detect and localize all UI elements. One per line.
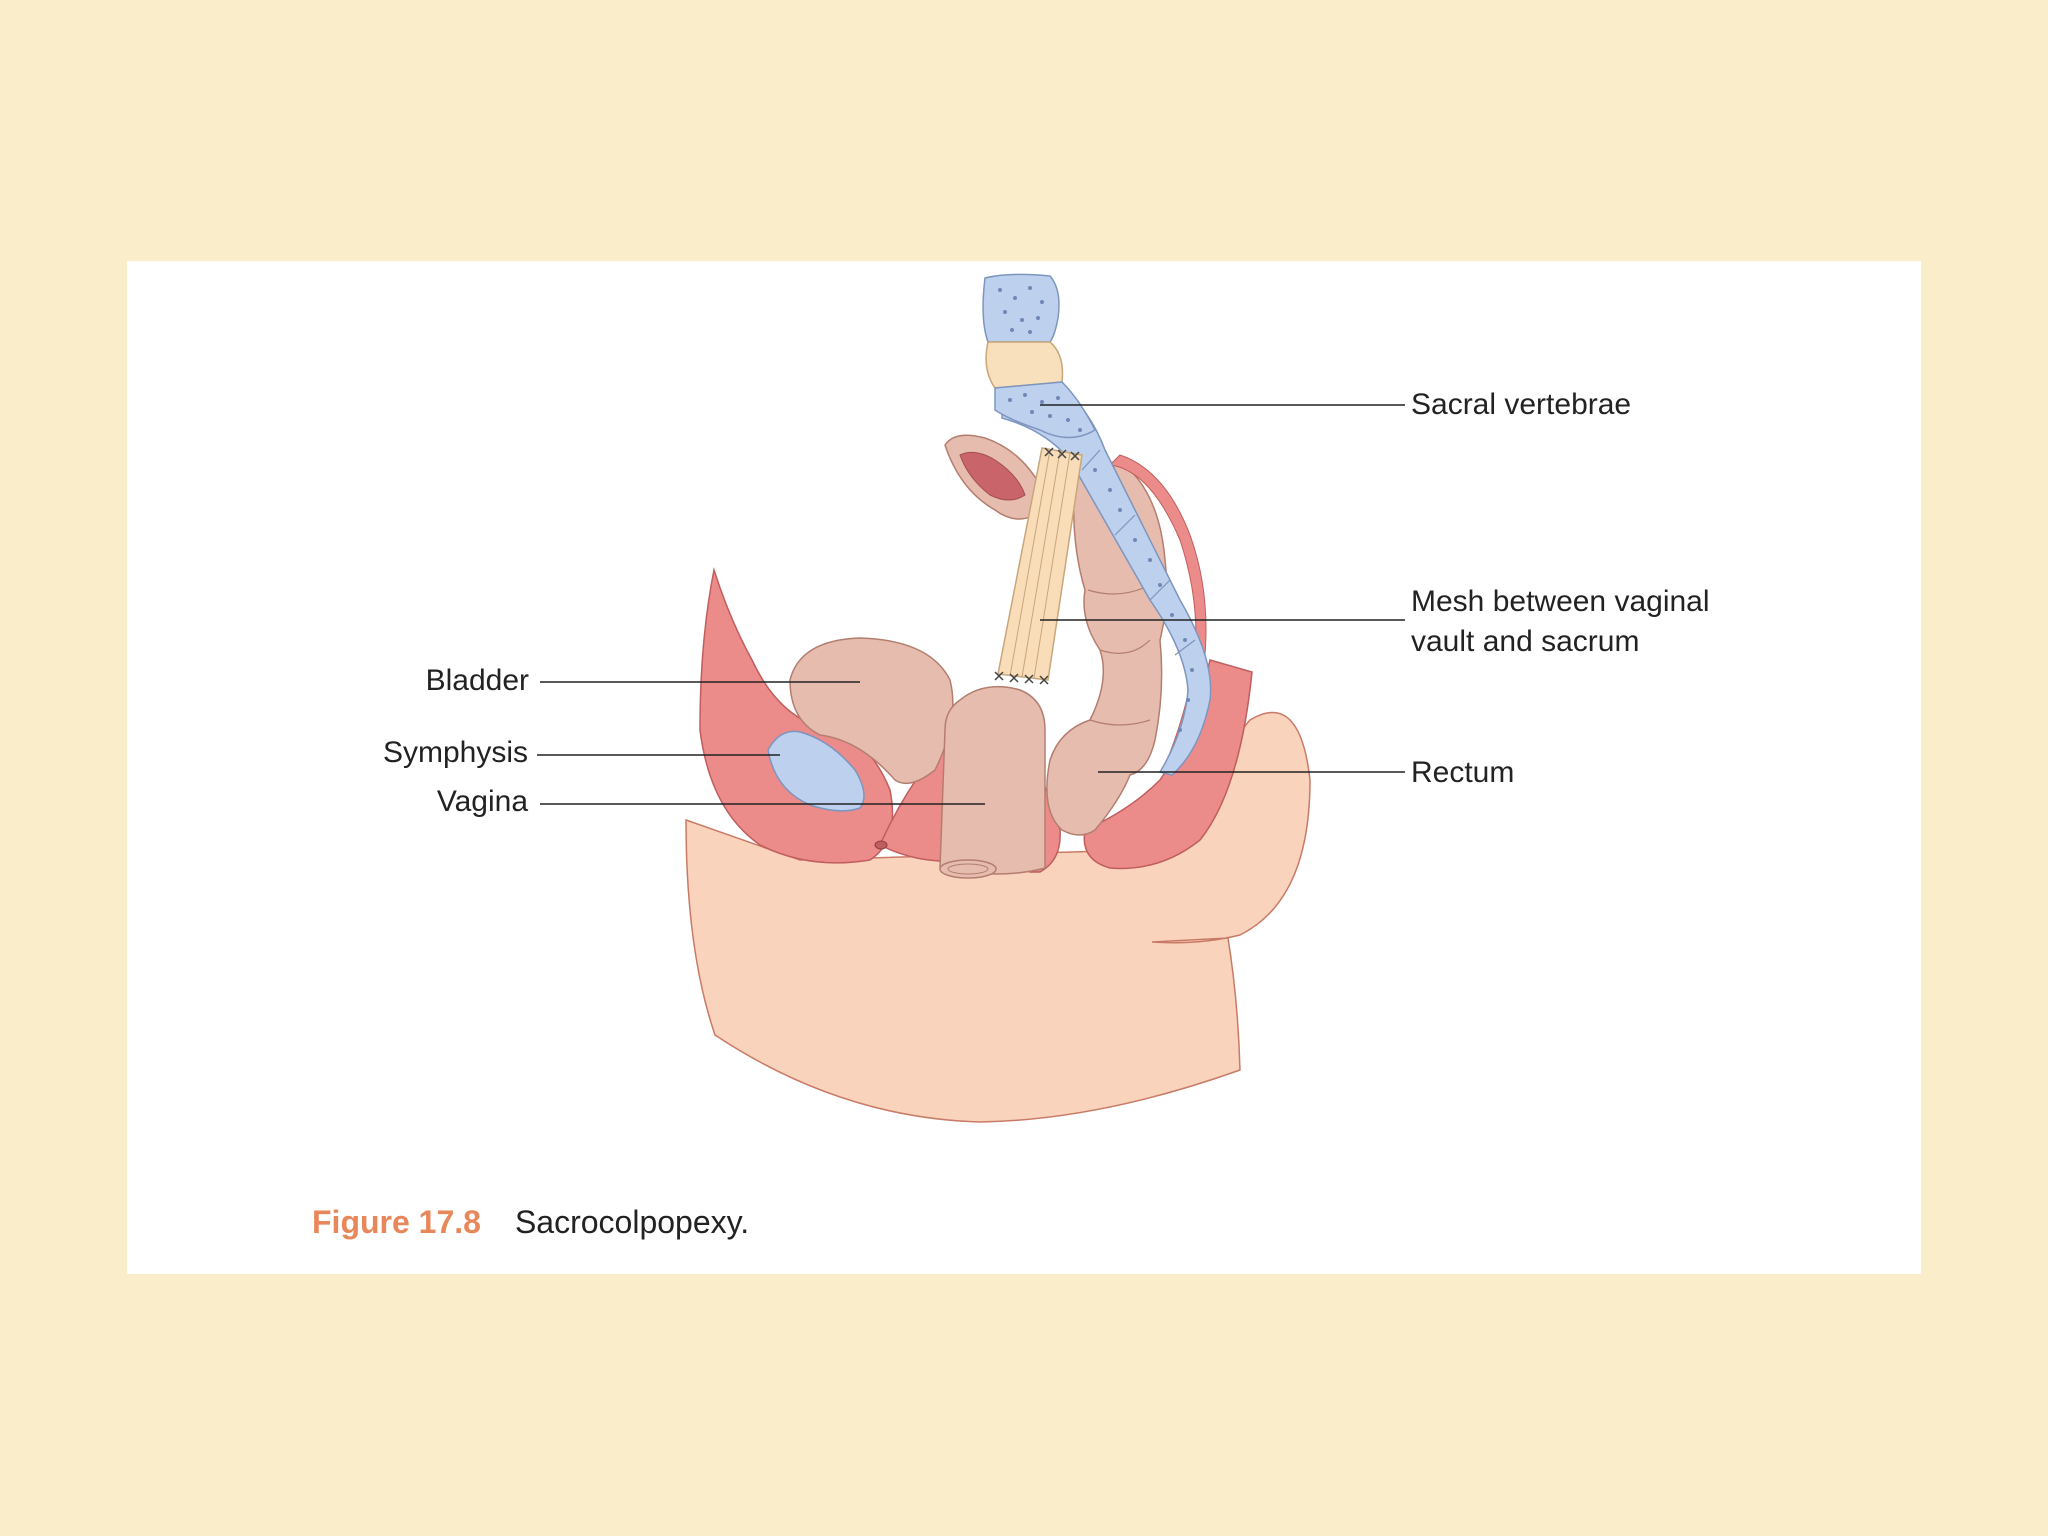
label-mesh-line2: vault and sacrum xyxy=(1411,625,1639,658)
symphysis xyxy=(767,730,865,812)
vaginal-introitus xyxy=(939,859,997,879)
bladder xyxy=(789,637,954,785)
label-bladder: Bladder xyxy=(426,664,529,697)
vagina xyxy=(939,685,1046,875)
label-vagina: Vagina xyxy=(437,785,529,818)
label-mesh-line1: Mesh between vaginal xyxy=(1411,585,1710,618)
figure-number: Figure 17.8 xyxy=(312,1204,481,1240)
vault-sutures xyxy=(994,671,1049,685)
label-rectum: Rectum xyxy=(1411,756,1514,789)
label-sacral-vertebrae: Sacral vertebrae xyxy=(1411,388,1631,421)
urethra-opening xyxy=(874,840,888,850)
mesh xyxy=(997,447,1083,681)
sacral-vertebra-s1 xyxy=(994,381,1096,439)
body-outline xyxy=(685,711,1311,1123)
sacral-sutures xyxy=(1044,447,1080,461)
figure-caption: Figure 17.8 Sacrocolpopexy. xyxy=(312,1204,749,1241)
figure-title: Sacrocolpopexy. xyxy=(514,1204,750,1240)
intervertebral-disc xyxy=(985,341,1064,389)
lumbar-vertebra xyxy=(982,273,1060,343)
bone-texture xyxy=(998,286,1194,732)
label-symphysis: Symphysis xyxy=(383,736,528,769)
